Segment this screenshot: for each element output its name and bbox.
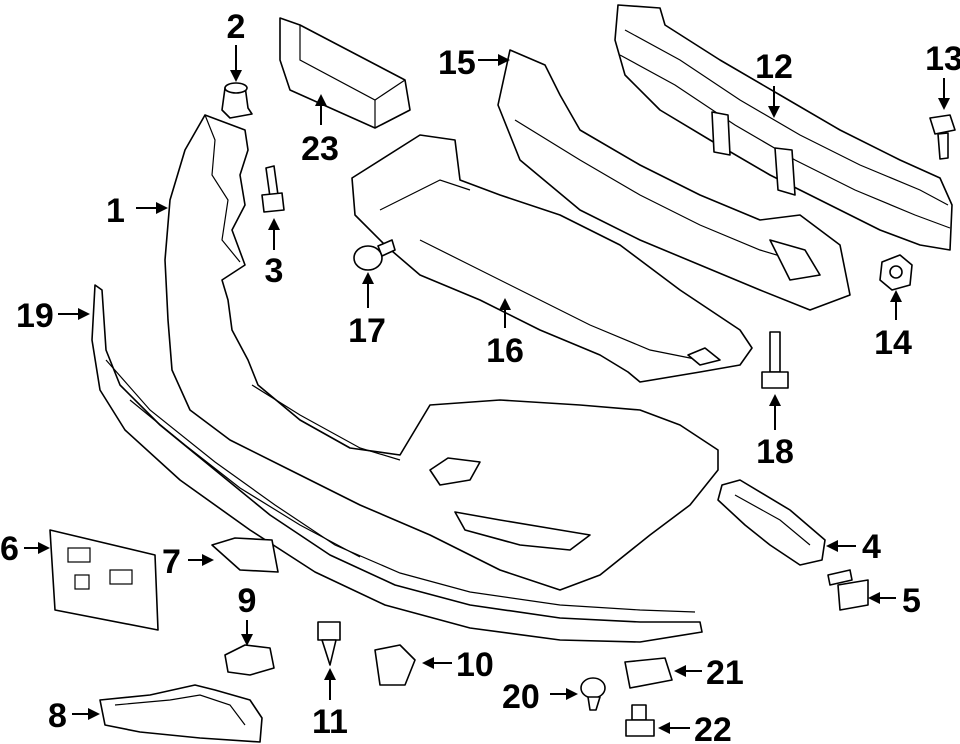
- part-20-push-pin: [580, 677, 606, 711]
- part-19-lower-valance: [91, 284, 703, 643]
- callout-16: 16: [486, 332, 524, 370]
- callout-10: 10: [456, 646, 494, 684]
- callout-12: 12: [755, 48, 793, 86]
- callout-5: 5: [902, 582, 921, 620]
- part-17-push-pin: [353, 239, 396, 271]
- part-14-nut: [879, 254, 913, 291]
- part-21-clip: [624, 657, 673, 689]
- part-9-socket: [224, 644, 275, 676]
- callout-13: 13: [925, 40, 960, 78]
- part-22-bolt: [625, 704, 655, 737]
- part-6-license-bracket: [49, 529, 159, 631]
- part-15-deflector: [497, 49, 851, 311]
- callout-9: 9: [238, 582, 257, 620]
- part-10-clip: [374, 644, 416, 686]
- callout-11: 11: [312, 703, 348, 741]
- callout-6: 6: [0, 530, 19, 568]
- part-16-under-shield: [351, 134, 753, 383]
- callout-14: 14: [874, 324, 912, 362]
- callout-1: 1: [106, 192, 125, 230]
- part-2-clip: [221, 82, 253, 119]
- callout-2: 2: [227, 8, 246, 46]
- callout-8: 8: [48, 697, 67, 735]
- part-18-bolt: [761, 331, 789, 389]
- callout-20: 20: [502, 678, 540, 716]
- part-12-reinforcement-beam: [614, 4, 953, 251]
- part-11-push-clip: [317, 621, 341, 666]
- callout-17: 17: [348, 312, 386, 350]
- part-3-bolt: [261, 165, 285, 213]
- part-5-bolt: [827, 569, 869, 611]
- callout-4: 4: [862, 528, 881, 566]
- callout-23: 23: [301, 130, 339, 168]
- callout-15: 15: [438, 44, 476, 82]
- part-8-bezel: [99, 684, 263, 743]
- part-4-bracket: [717, 479, 826, 566]
- callout-18: 18: [756, 433, 794, 471]
- part-13-bolt: [929, 114, 956, 160]
- part-7-bracket: [211, 537, 279, 573]
- part-1-bumper-cover: [164, 114, 719, 591]
- leader-lines: [24, 45, 950, 734]
- callout-labels: 1 2 3 4 5 6 7 8 9 10 11 12 13 14 15 16 1…: [0, 8, 960, 744]
- callout-22: 22: [694, 711, 732, 744]
- callout-21: 21: [706, 654, 744, 692]
- callout-3: 3: [265, 252, 284, 290]
- part-23-bracket: [279, 17, 411, 129]
- callout-7: 7: [162, 543, 181, 581]
- callout-19: 19: [16, 297, 54, 335]
